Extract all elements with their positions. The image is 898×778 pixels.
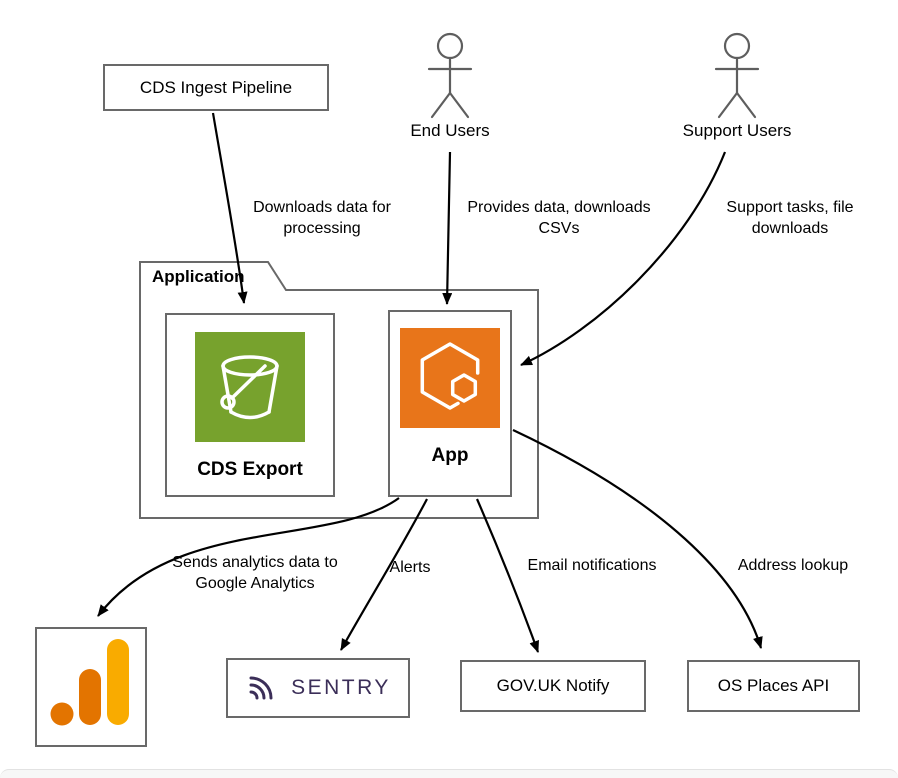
end-users-actor-icon (427, 32, 473, 119)
s3-bucket-icon (195, 332, 305, 442)
node-cds-ingest-pipeline: CDS Ingest Pipeline (103, 64, 329, 111)
edge-label-alerts: Alerts (389, 559, 431, 576)
edge-label-support-tasks: Support tasks, file downloads (726, 199, 854, 237)
node-sentry: SENTRY (226, 658, 410, 718)
govuk-notify-label: GOV.UK Notify (496, 676, 610, 695)
ecs-hexagon-icon (400, 328, 500, 428)
edge-label-address-lookup: Address lookup (737, 557, 849, 574)
app-label: App (431, 445, 469, 466)
sentry-ripple-icon (249, 676, 273, 700)
edge-label-provides-data: Provides data, downloads CSVs (467, 199, 651, 237)
edge-label-email-notifications: Email notifications (527, 557, 657, 574)
os-places-api-label: OS Places API (717, 676, 830, 695)
cds-ingest-pipeline-label: CDS Ingest Pipeline (139, 77, 293, 97)
node-app: App (388, 310, 512, 497)
support-users-actor-icon (714, 32, 760, 119)
sentry-label: SENTRY (291, 676, 391, 699)
node-os-places-api: OS Places API (687, 660, 860, 712)
cds-export-label: CDS Export (197, 459, 303, 480)
application-container-label: Application (152, 267, 245, 286)
window-bottom-edge (0, 769, 898, 778)
node-govuk-notify: GOV.UK Notify (460, 660, 646, 712)
support-users-label: Support Users (682, 121, 792, 140)
node-cds-export: CDS Export (165, 313, 335, 497)
node-google-analytics (35, 627, 147, 747)
edge-label-downloads-data: Downloads data for processing (253, 199, 391, 237)
edge-label-sends-analytics: Sends analytics data to Google Analytics (172, 554, 338, 592)
analytics-bars-icon (50, 639, 129, 726)
end-users-label: End Users (410, 121, 490, 140)
